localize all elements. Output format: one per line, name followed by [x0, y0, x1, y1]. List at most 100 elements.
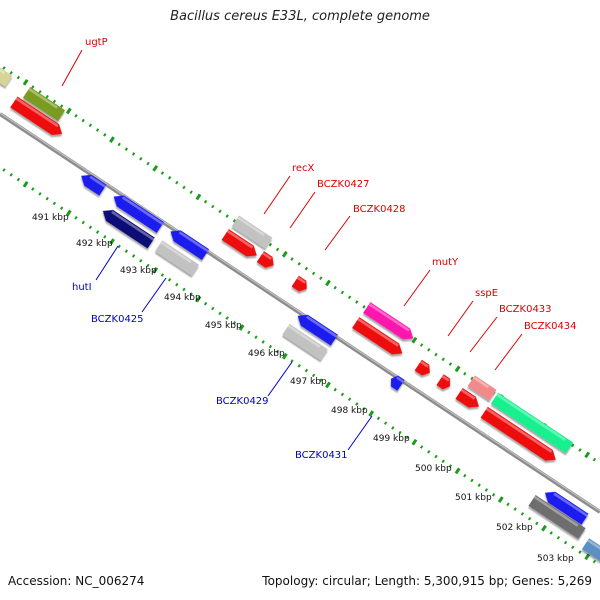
- gene-red-small[interactable]: [291, 275, 311, 295]
- minor-tick: [95, 128, 100, 132]
- minor-tick: [477, 483, 481, 488]
- minor-tick: [103, 133, 107, 137]
- gene-label-BCZK0425[interactable]: BCZK0425: [91, 314, 144, 325]
- minor-tick: [232, 321, 237, 325]
- minor-tick: [297, 364, 301, 368]
- gene-label-BCZK0434[interactable]: BCZK0434: [524, 321, 577, 332]
- gene-silver-recx[interactable]: [231, 215, 273, 249]
- gene-label-BCZK0429[interactable]: BCZK0429: [216, 396, 269, 407]
- major-tick: [65, 107, 72, 115]
- gene-label-BCZK0433[interactable]: BCZK0433: [499, 304, 552, 315]
- gene-silver-bczk0429[interactable]: [282, 323, 328, 361]
- leader-bczk0425: [141, 277, 167, 313]
- leader-recx: [263, 175, 291, 215]
- minor-tick: [290, 257, 294, 261]
- minor-tick: [333, 387, 337, 392]
- scale-label: 500 kbp: [415, 464, 452, 474]
- gene-label-BCZK0428[interactable]: BCZK0428: [353, 204, 406, 215]
- minor-tick: [175, 180, 179, 185]
- leader-bczk0428: [324, 215, 351, 251]
- gene-red-muty-lower[interactable]: [352, 317, 406, 359]
- map-title: Bacillus cereus E33L, complete genome: [170, 9, 430, 24]
- minor-tick: [81, 220, 85, 225]
- genome-stats: Topology: circular; Length: 5,300,915 bp…: [262, 574, 592, 588]
- gene-red-bczk0434b[interactable]: [455, 387, 482, 412]
- genes-label: Genes:: [511, 574, 554, 588]
- gene-darkgrey[interactable]: [528, 495, 586, 539]
- minor-tick: [434, 454, 438, 459]
- minor-tick: [513, 507, 517, 511]
- minor-tick: [45, 94, 49, 99]
- accession-info: Accession: NC_006274: [8, 574, 144, 588]
- gene-label-sspE[interactable]: sspE: [475, 288, 498, 299]
- major-tick: [411, 438, 418, 446]
- minor-tick: [74, 113, 78, 118]
- minor-tick: [52, 201, 57, 206]
- gene-blue-c[interactable]: [167, 226, 210, 261]
- leader-bczk0431: [347, 415, 373, 451]
- gene-steelblue[interactable]: [581, 538, 600, 566]
- minor-tick: [275, 247, 280, 252]
- gene-blue-b[interactable]: [110, 191, 164, 233]
- minor-tick: [527, 516, 532, 521]
- minor-tick: [484, 488, 489, 492]
- minor-tick: [211, 204, 215, 209]
- gene-label-hutI[interactable]: hutI: [72, 282, 92, 293]
- leader-ugtp: [61, 49, 83, 87]
- major-tick: [281, 250, 288, 258]
- minor-tick: [139, 258, 143, 263]
- gene-blue-bczk0429[interactable]: [294, 310, 338, 346]
- length-label: Length:: [374, 574, 421, 588]
- gene-blue-a[interactable]: [78, 170, 107, 196]
- minor-tick: [376, 416, 381, 421]
- gene-label-BCZK0431[interactable]: BCZK0431: [295, 450, 348, 461]
- minor-tick: [9, 172, 13, 177]
- gene-red-bczk0427[interactable]: [221, 229, 261, 261]
- gene-magenta-muty[interactable]: [363, 302, 417, 344]
- gene-mint[interactable]: [490, 392, 574, 454]
- gene-label-ugtP[interactable]: ugtP: [85, 37, 108, 48]
- minor-tick: [571, 443, 575, 448]
- leader-huti: [95, 245, 119, 281]
- gene-red-sspe[interactable]: [414, 359, 434, 379]
- gene-olive[interactable]: [22, 86, 66, 122]
- minor-tick: [81, 118, 85, 123]
- scale-label: 499 kbp: [373, 434, 410, 444]
- scale-label: 493 kbp: [120, 266, 157, 276]
- gene-red-bczk0428[interactable]: [256, 251, 278, 271]
- gene-red-bczk0433[interactable]: [436, 374, 453, 391]
- minor-tick: [59, 206, 64, 211]
- gene-blue-bczk0431[interactable]: [387, 373, 405, 391]
- minor-tick: [225, 316, 229, 320]
- minor-tick: [463, 371, 467, 376]
- gene-blue-d[interactable]: [541, 487, 589, 525]
- gene-label-mutY[interactable]: mutY: [432, 257, 459, 268]
- minor-tick: [182, 287, 186, 292]
- scale-label: 502 kbp: [496, 523, 533, 533]
- minor-tick: [355, 402, 359, 406]
- gene-pink-bczk0434[interactable]: [467, 375, 497, 401]
- gene-navy-huti[interactable]: [99, 206, 155, 249]
- gene-khaki[interactable]: [0, 61, 13, 87]
- minor-tick: [419, 445, 424, 449]
- minor-tick: [9, 70, 13, 75]
- gene-red-long[interactable]: [480, 406, 560, 465]
- scale-label: 501 kbp: [455, 493, 492, 503]
- inner-tick-track: [2, 168, 600, 569]
- minor-tick: [549, 531, 553, 535]
- minor-tick: [563, 540, 568, 545]
- minor-tick: [131, 152, 136, 156]
- minor-tick: [16, 177, 21, 182]
- gene-label-recX[interactable]: recX: [292, 163, 315, 174]
- minor-tick: [95, 230, 100, 234]
- gene-red-ugtp[interactable]: [10, 96, 66, 140]
- major-tick: [152, 266, 159, 274]
- minor-tick: [160, 171, 165, 175]
- gene-silver-bczk0425[interactable]: [155, 240, 199, 276]
- minor-tick: [311, 271, 316, 276]
- topology-label: Topology:: [262, 574, 319, 588]
- leader-bczk0429: [267, 361, 293, 397]
- gene-label-BCZK0427[interactable]: BCZK0427: [317, 179, 370, 190]
- minor-tick: [448, 464, 453, 468]
- minor-tick: [319, 378, 323, 382]
